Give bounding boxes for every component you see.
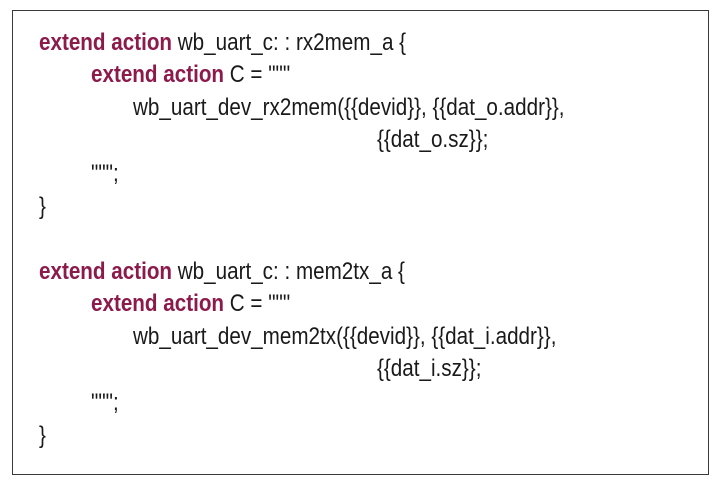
keyword-extend-action: extend action (91, 61, 225, 88)
code-line-3: wb_uart_dev_rx2mem({{devid}}, {{dat_o.ad… (133, 92, 564, 124)
code-line-1: extend action wb_uart_c: : rx2mem_a { (39, 27, 406, 59)
code-line-13: } (39, 420, 46, 452)
code-line-11: {{dat_i.sz}}; (377, 353, 481, 385)
code-text: C = """ (224, 290, 291, 317)
code-line-8: extend action wb_uart_c: : mem2tx_a { (39, 256, 405, 288)
code-text: wb_uart_dev_rx2mem({{devid}}, {{dat_o.ad… (133, 94, 565, 121)
code-line-4: {{dat_o.sz}}; (377, 124, 488, 156)
code-text: {{dat_o.sz}}; (377, 126, 489, 153)
code-text: wb_uart_dev_mem2tx({{devid}}, {{dat_i.ad… (133, 323, 557, 350)
code-text: } (39, 193, 46, 220)
code-text: wb_uart_c: : mem2tx_a { (172, 258, 405, 285)
code-text: } (39, 422, 46, 449)
keyword-extend-action: extend action (39, 258, 173, 285)
code-line-9: extend action C = """ (91, 288, 290, 320)
code-text: """; (91, 389, 119, 416)
code-line-5: """; (91, 158, 119, 190)
code-line-10: wb_uart_dev_mem2tx({{devid}}, {{dat_i.ad… (133, 321, 556, 353)
code-line-6: } (39, 191, 46, 223)
code-text: C = """ (224, 61, 291, 88)
code-line-12: """; (91, 387, 119, 419)
code-block: extend action wb_uart_c: : rx2mem_a { ex… (12, 10, 709, 475)
keyword-extend-action: extend action (39, 29, 173, 56)
code-text: {{dat_i.sz}}; (377, 355, 482, 382)
code-text: """; (91, 160, 119, 187)
code-line-2: extend action C = """ (91, 59, 290, 91)
keyword-extend-action: extend action (91, 290, 225, 317)
code-text: wb_uart_c: : rx2mem_a { (172, 29, 407, 56)
